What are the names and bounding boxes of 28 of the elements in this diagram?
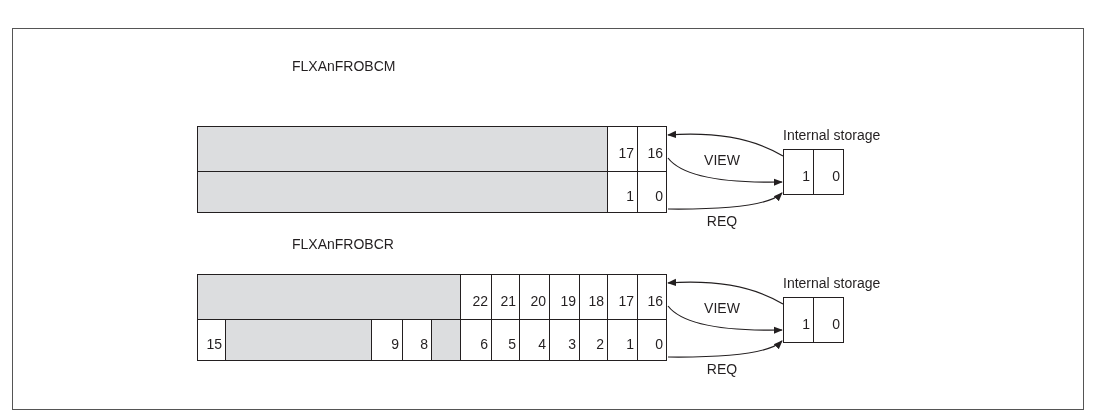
arrow: [667, 305, 783, 334]
reserved-field: [197, 274, 461, 320]
reserved-field: [197, 126, 608, 172]
reserved-field: [225, 319, 372, 361]
bit-cell: 16: [637, 126, 667, 172]
bit-cell: 0: [637, 319, 667, 361]
bit-cell: 1: [783, 149, 814, 195]
arrow: [667, 340, 783, 358]
edge-label: REQ: [706, 362, 738, 376]
bit-cell: 0: [813, 297, 844, 343]
reserved-field: [431, 319, 461, 361]
bit-cell: 1: [783, 297, 814, 343]
arrow: [667, 279, 784, 305]
edge-label: VIEW: [704, 153, 740, 167]
bit-cell: 0: [637, 171, 667, 213]
bit-cell: 16: [637, 274, 667, 320]
register-name: FLXAnFROBCM: [292, 57, 396, 76]
arrow: [667, 192, 783, 210]
storage-label: Internal storage: [783, 274, 881, 293]
register-name: FLXAnFROBCR: [292, 235, 394, 254]
storage-label: Internal storage: [783, 126, 881, 145]
arrow: [667, 157, 783, 186]
arrow: [667, 131, 784, 157]
edge-label: VIEW: [704, 301, 740, 315]
reserved-field: [197, 171, 608, 213]
bit-cell: 0: [813, 149, 844, 195]
edge-label: REQ: [706, 214, 738, 228]
bit-cell: 15: [197, 319, 226, 361]
